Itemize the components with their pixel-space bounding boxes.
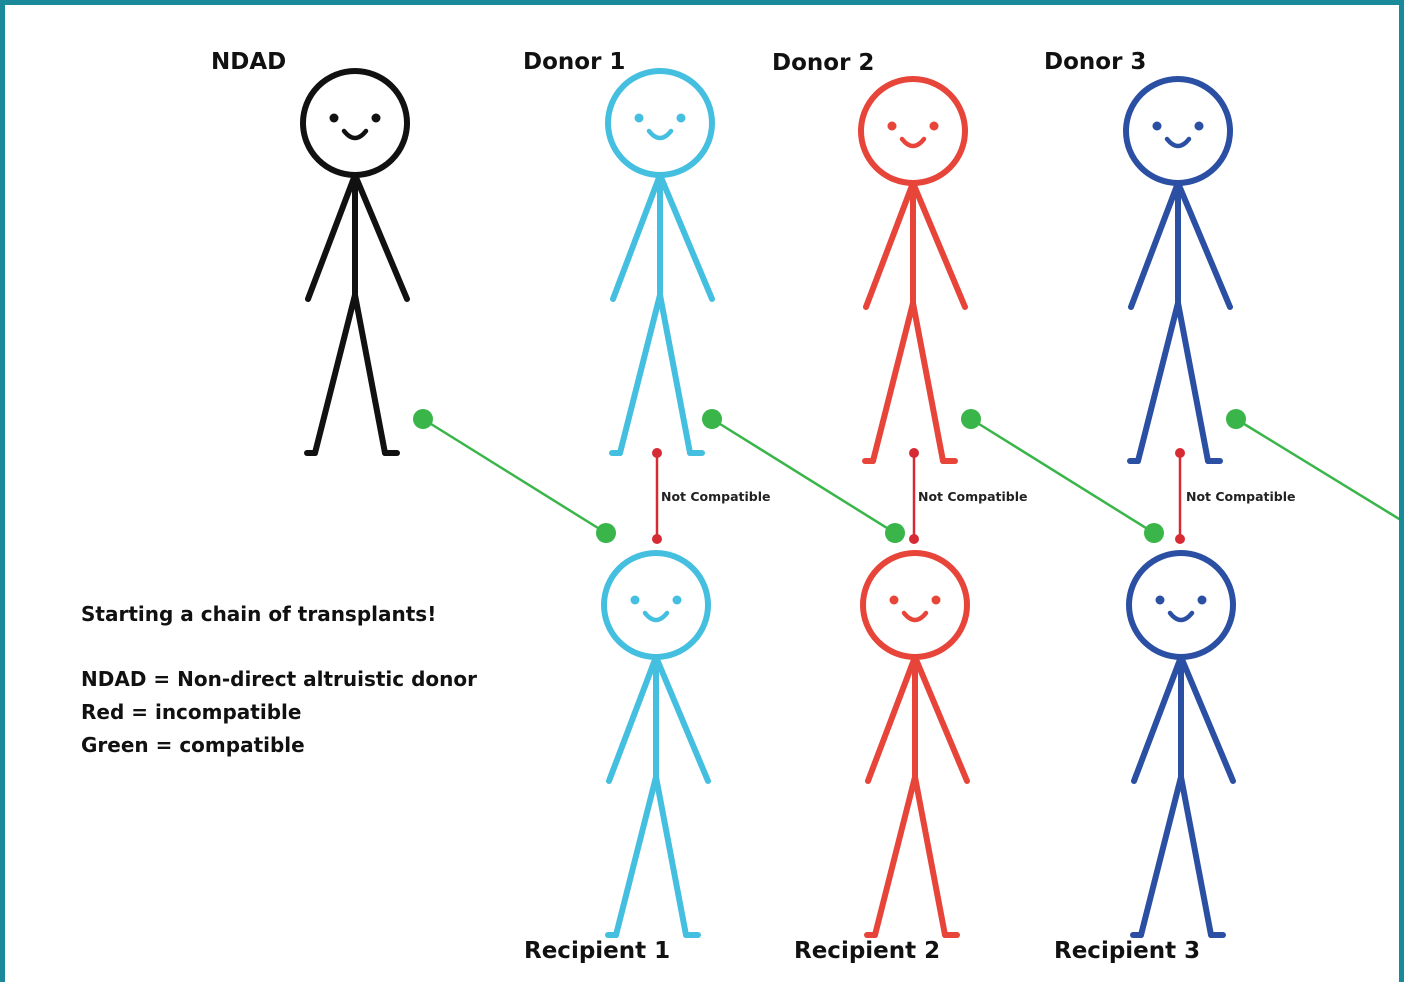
donor-3-figure-head <box>1123 76 1233 186</box>
incompatible-bottom-dot-2 <box>909 534 919 544</box>
compatible-start-dot-3 <box>961 409 981 429</box>
compatible-link-2 <box>711 417 896 535</box>
compatible-end-dot-2 <box>885 523 905 543</box>
donor-2-figure-head <box>858 76 968 186</box>
compatible-start-dot-1 <box>413 409 433 429</box>
compatible-end-dot-3 <box>1144 523 1164 543</box>
recipient-3-figure-right-leg <box>1178 774 1214 938</box>
recipient-2-figure-left-leg <box>872 774 918 938</box>
legend-line-red: Red = incompatible <box>81 700 302 724</box>
donor-3-figure-right-leg <box>1175 300 1211 464</box>
recipient-1-label: Recipient 1 <box>524 938 671 964</box>
ndad-figure-right-leg <box>352 292 388 456</box>
donor-2-figure-right-arm <box>910 180 968 310</box>
recipient-2-label: Recipient 2 <box>794 938 941 964</box>
donor-2-figure-right-leg <box>910 300 946 464</box>
legend-title: Starting a chain of transplants! <box>81 602 437 626</box>
donor-2-figure-left-leg <box>870 300 916 464</box>
recipient-1-figure-right-arm <box>653 654 711 784</box>
recipient-2-figure <box>860 550 970 938</box>
recipient-1-figure-left-eye <box>630 595 640 605</box>
recipient-3-figure-left-eye <box>1155 595 1165 605</box>
not-compatible-label-2: Not Compatible <box>918 489 1028 504</box>
recipient-1-figure <box>601 550 711 938</box>
donor-2-figure <box>858 76 968 464</box>
not-compatible-label-3: Not Compatible <box>1186 489 1296 504</box>
recipient-2-figure-smile <box>901 610 929 623</box>
donor-3-figure-left-eye <box>1152 121 1162 131</box>
transplant-chain-diagram <box>300 68 1399 938</box>
recipient-3-figure-head <box>1126 550 1236 660</box>
recipient-1-figure-right-eye <box>672 595 682 605</box>
compatible-end-dot-1 <box>596 523 616 543</box>
donor-1-figure-right-leg <box>657 292 693 456</box>
recipient-2-figure-right-leg <box>912 774 948 938</box>
donor-1-figure-left-leg <box>617 292 663 456</box>
compatible-link-4 <box>1235 417 1399 521</box>
recipient-1-figure-right-leg <box>653 774 689 938</box>
recipient-3-figure-smile <box>1167 610 1195 623</box>
recipient-1-figure-left-leg <box>613 774 659 938</box>
incompatible-top-dot-2 <box>909 448 919 458</box>
recipient-3-figure <box>1126 550 1236 938</box>
recipient-2-figure-right-arm <box>912 654 970 784</box>
compatible-link-1 <box>422 417 607 535</box>
compatible-start-dot-4 <box>1226 409 1246 429</box>
donor-3-figure-right-eye <box>1194 121 1204 131</box>
ndad-figure-left-arm <box>305 172 358 302</box>
ndad-figure-right-eye <box>371 113 381 123</box>
recipient-1-figure-smile <box>642 610 670 623</box>
compatible-link-3 <box>970 417 1155 535</box>
donor-3-figure <box>1123 76 1233 464</box>
recipient-2-figure-left-arm <box>865 654 918 784</box>
match-links <box>413 409 1399 544</box>
donor-1-figure-head <box>605 68 715 178</box>
donor-2-figure-left-eye <box>887 121 897 131</box>
ndad-figure <box>300 68 410 456</box>
not-compatible-label-1: Not Compatible <box>661 489 771 504</box>
recipient-3-figure-left-leg <box>1138 774 1184 938</box>
ndad-figure-right-arm <box>352 172 410 302</box>
recipient-3-label: Recipient 3 <box>1054 938 1201 964</box>
donor-1-figure-right-eye <box>676 113 686 123</box>
donor-1-label: Donor 1 <box>523 49 626 75</box>
incompatible-top-dot-3 <box>1175 448 1185 458</box>
donor-1-figure-smile <box>646 128 674 141</box>
donor-3-figure-left-arm <box>1128 180 1181 310</box>
legend: Starting a chain of transplants! NDAD = … <box>81 598 477 762</box>
donor-1-figure <box>605 68 715 456</box>
recipient-2-figure-head <box>860 550 970 660</box>
ndad-figure-smile <box>341 128 369 141</box>
compatible-start-dot-2 <box>702 409 722 429</box>
recipient-1-figure-head <box>601 550 711 660</box>
recipient-3-figure-right-arm <box>1178 654 1236 784</box>
incompatible-bottom-dot-3 <box>1175 534 1185 544</box>
recipient-2-figure-right-eye <box>931 595 941 605</box>
recipient-3-figure-right-eye <box>1197 595 1207 605</box>
stick-figures <box>300 68 1236 938</box>
recipient-3-figure-left-arm <box>1131 654 1184 784</box>
incompatible-top-dot-1 <box>652 448 662 458</box>
legend-line-ndad: NDAD = Non-direct altruistic donor <box>81 667 478 691</box>
donor-2-label: Donor 2 <box>772 50 875 76</box>
ndad-figure-left-leg <box>312 292 358 456</box>
donor-1-figure-right-arm <box>657 172 715 302</box>
donor-3-label: Donor 3 <box>1044 49 1147 75</box>
ndad-label: NDAD <box>211 49 287 75</box>
donor-2-figure-right-eye <box>929 121 939 131</box>
donor-2-figure-left-arm <box>863 180 916 310</box>
incompatible-bottom-dot-1 <box>652 534 662 544</box>
recipient-1-figure-left-arm <box>606 654 659 784</box>
ndad-figure-head <box>300 68 410 178</box>
donor-1-figure-left-arm <box>610 172 663 302</box>
ndad-figure-left-eye <box>329 113 339 123</box>
legend-line-green: Green = compatible <box>81 733 305 757</box>
donor-3-figure-smile <box>1164 136 1192 149</box>
donor-2-figure-smile <box>899 136 927 149</box>
donor-3-figure-left-leg <box>1135 300 1181 464</box>
donor-1-figure-left-eye <box>634 113 644 123</box>
donor-3-figure-right-arm <box>1175 180 1233 310</box>
recipient-2-figure-left-eye <box>889 595 899 605</box>
